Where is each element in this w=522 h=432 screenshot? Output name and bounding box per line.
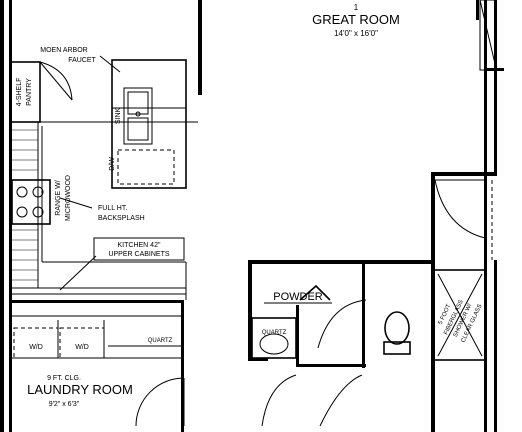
labels: 1 GREAT ROOM 14'0" x 16'0" MOEN ARBOR FA… [16, 3, 484, 408]
range-note-line1: RANGE W/ [55, 180, 62, 215]
great-room-dims: 14'0" x 16'0" [334, 29, 378, 38]
laundry-room-name: LAUNDRY ROOM [27, 382, 133, 397]
kitchen [9, 55, 198, 300]
range [11, 179, 51, 225]
wall-hatching [12, 129, 38, 281]
cabinets-note-line2: UPPER CABINETS [108, 251, 169, 258]
cabinet-label-box [93, 237, 185, 261]
great-room-area [434, 0, 497, 260]
pantry [9, 61, 73, 123]
powder-name: POWDER [273, 291, 323, 303]
wd-left-label: W/D [29, 344, 43, 351]
backsplash-note-line2: BACKSPLASH [98, 215, 145, 222]
laundry-room-dims: 9'2" x 6'3" [49, 401, 80, 408]
great-room-name: GREAT ROOM [312, 12, 400, 27]
sink-note: SINK [115, 108, 122, 125]
powder-room [251, 269, 487, 427]
closet-note: 9 FT. CLG. [47, 375, 81, 382]
laundry [12, 315, 185, 427]
range-note-line2: MICROWOOD [65, 175, 72, 221]
wd-right-label: W/D [75, 344, 89, 351]
backsplash-note-line1: FULL HT. [98, 205, 127, 212]
island [111, 59, 187, 189]
faucet-note-line2: FAUCET [68, 57, 96, 64]
great-room-marker: 1 [354, 3, 359, 12]
pantry-note-line1: 4-SHELF [16, 78, 23, 107]
vanity-note: QUARTZ [262, 330, 287, 336]
cabinets-note-line1: KITCHEN 42" [118, 242, 161, 249]
quartz-note: QUARTZ [148, 338, 173, 344]
walls [0, 0, 504, 432]
dw-note: D/W [109, 157, 116, 171]
faucet-note-line1: MOEN ARBOR [40, 47, 87, 54]
pantry-note-line2: PANTRY [26, 78, 33, 106]
